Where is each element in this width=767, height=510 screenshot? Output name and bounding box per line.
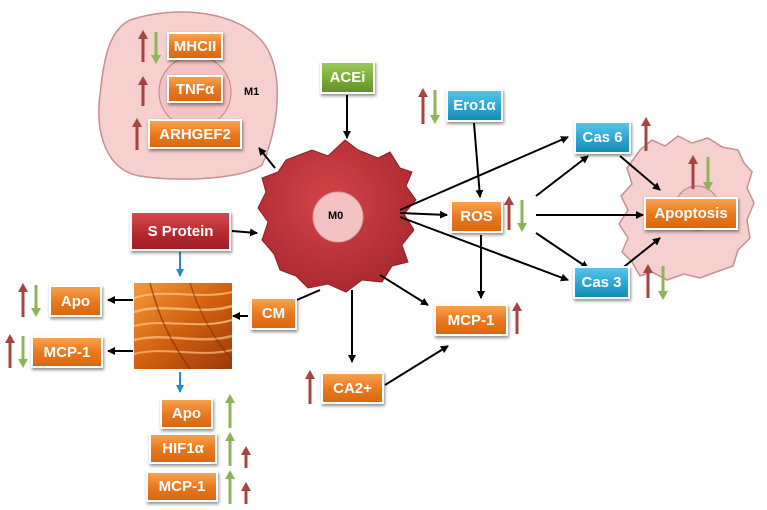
ros-box: ROS <box>450 200 503 233</box>
s-protein-box: S Protein <box>130 211 231 251</box>
m0-cell <box>257 139 417 293</box>
cas6-box: Cas 6 <box>574 121 631 154</box>
ero1a-box: Ero1α <box>446 89 503 122</box>
tnfa-box: TNFα <box>167 75 223 103</box>
ros-down-arrow <box>517 200 527 232</box>
ros-up-arrow <box>504 196 514 230</box>
mcp1-left-down-arrow <box>18 336 28 368</box>
arhgef2-box: ARHGEF2 <box>148 119 242 149</box>
apoptosis-up-arrow <box>688 155 698 189</box>
acei-box: ACEi <box>320 61 375 94</box>
mhcii-box: MHCII <box>167 32 223 60</box>
mhcii-up-arrow <box>138 30 148 62</box>
regulation-arrows <box>5 30 713 504</box>
mcp1-bottom-up-arrow-1 <box>225 470 235 504</box>
apo-left-up-arrow <box>18 283 28 317</box>
mcp1-mid-box: MCP-1 <box>434 304 508 336</box>
tnfa-up-arrow <box>138 76 148 106</box>
ca2-box: CA2+ <box>321 372 384 404</box>
mcp1-bottom-box: MCP-1 <box>146 471 218 502</box>
hif1a-up-arrow-2 <box>241 446 251 468</box>
hif1a-up-arrow-1 <box>225 432 235 466</box>
cardiomyocyte-image <box>133 282 233 370</box>
mcp1-mid-up-arrow <box>512 302 522 334</box>
apoptosis-box: Apoptosis <box>644 197 738 230</box>
ero1a-down-arrow <box>430 90 440 124</box>
mcp1-left-box: MCP-1 <box>31 336 103 368</box>
cas3-box: Cas 3 <box>573 266 630 299</box>
apo-bottom-box: Apo <box>160 398 213 429</box>
mcp1-left-up-arrow <box>5 334 15 368</box>
m0-label: M0 <box>328 210 344 222</box>
mcp1-bottom-up-arrow-2 <box>241 482 251 504</box>
cm-box: CM <box>250 297 297 330</box>
ca2-up-arrow <box>305 370 315 404</box>
cas6-up-arrow <box>641 117 651 151</box>
apoptosis-down-arrow <box>703 157 713 191</box>
connectors <box>107 95 661 386</box>
hif1a-box: HIF1α <box>149 433 217 464</box>
apo-left-down-arrow <box>31 285 41 317</box>
arhgef2-up-arrow <box>132 118 142 150</box>
cas3-down-arrow <box>658 266 668 300</box>
cas3-up-arrow <box>643 264 653 298</box>
mhcii-down-arrow <box>151 32 161 64</box>
apo-bottom-up-arrow <box>225 394 235 428</box>
apo-left-box: Apo <box>49 285 102 317</box>
ero1a-up-arrow <box>418 88 428 124</box>
m1-label: M1 <box>244 86 260 98</box>
